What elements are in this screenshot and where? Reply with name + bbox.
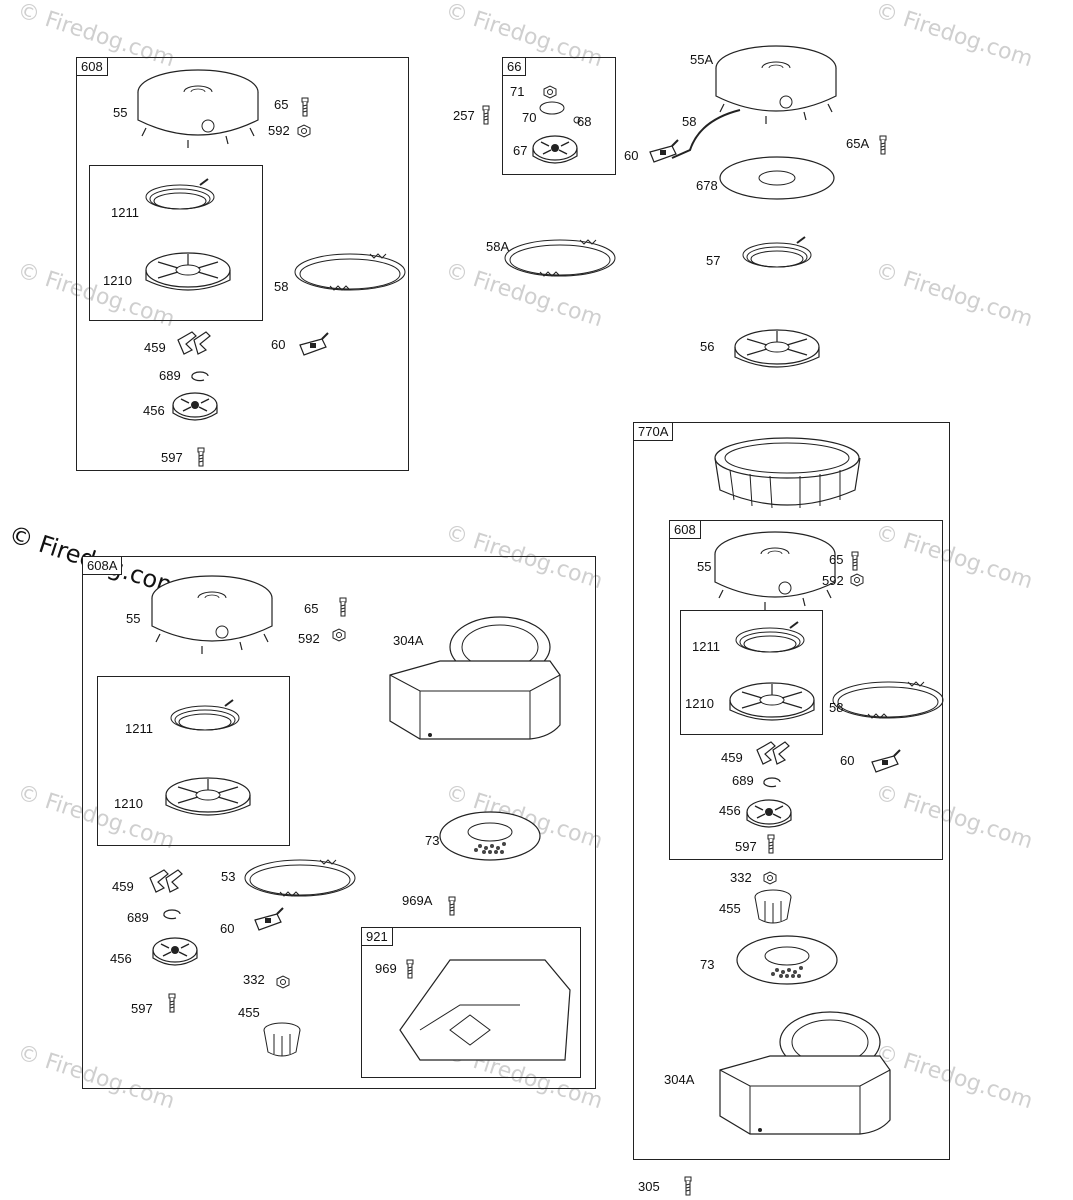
part-label-1210: 1210 [685, 696, 714, 711]
part-label-60: 60 [624, 148, 639, 163]
group-608-top-code: 608 [76, 57, 108, 76]
part-label-65: 65 [829, 552, 844, 567]
part-label-689: 689 [127, 910, 149, 925]
part-label-257: 257 [453, 108, 475, 123]
part-label-1211: 1211 [125, 721, 153, 736]
group-66-code: 66 [502, 57, 527, 76]
part-label-68: 68 [577, 114, 592, 129]
part-label-456: 456 [143, 403, 165, 418]
part-label-60: 60 [220, 921, 235, 936]
part-label-455: 455 [719, 901, 741, 916]
part-label-73: 73 [425, 833, 440, 848]
part-label-65: 65 [304, 601, 319, 616]
part-label-592: 592 [822, 573, 844, 588]
part-label-597: 597 [131, 1001, 153, 1016]
part-label-597: 597 [161, 450, 183, 465]
group-608a-frame [82, 556, 596, 1089]
part-label-459: 459 [721, 750, 743, 765]
group-921-code: 921 [361, 927, 393, 946]
part-label-455: 455 [238, 1005, 260, 1020]
part-label-689: 689 [159, 368, 181, 383]
part-label-65a: 65A [846, 136, 870, 151]
part-label-1210: 1210 [114, 796, 143, 811]
part-label-56: 56 [700, 339, 715, 354]
part-label-70: 70 [522, 110, 537, 125]
group-608-inner-code: 608 [669, 520, 701, 539]
group-608a-code: 608A [82, 556, 123, 575]
group-770a-frame [633, 422, 950, 1160]
part-label-592: 592 [298, 631, 320, 646]
part-label-58: 58 [274, 279, 289, 294]
part-label-65: 65 [274, 97, 289, 112]
part-label-689: 689 [732, 773, 754, 788]
part-label-55: 55 [126, 611, 141, 626]
part-label-60: 60 [840, 753, 855, 768]
part-label-592: 592 [268, 123, 290, 138]
part-label-1211: 1211 [111, 205, 139, 220]
part-label-73: 73 [700, 957, 715, 972]
group-608-inner-frame [669, 520, 943, 860]
part-label-304a: 304A [664, 1072, 695, 1087]
recoil-subassembly-frame-left [97, 676, 290, 846]
recoil-subassembly-frame-top [89, 165, 263, 321]
group-608-top-frame [76, 57, 409, 471]
part-label-459: 459 [112, 879, 134, 894]
part-label-57: 57 [706, 253, 721, 268]
part-label-67: 67 [513, 143, 528, 158]
part-label-459: 459 [144, 340, 166, 355]
part-label-71: 71 [510, 84, 525, 99]
part-label-305: 305 [638, 1179, 660, 1194]
part-label-55: 55 [697, 559, 712, 574]
part-label-456: 456 [110, 951, 132, 966]
part-label-456: 456 [719, 803, 741, 818]
part-label-678: 678 [696, 178, 718, 193]
part-label-969: 969 [375, 961, 397, 976]
part-label-60: 60 [271, 337, 286, 352]
part-label-332: 332 [243, 972, 265, 987]
part-label-1210: 1210 [103, 273, 132, 288]
part-label-1211: 1211 [692, 639, 720, 654]
part-label-304a: 304A [393, 633, 424, 648]
part-label-597: 597 [735, 839, 757, 854]
part-label-58: 58 [682, 114, 697, 129]
part-label-969a: 969A [402, 893, 433, 908]
part-label-58a: 58A [486, 239, 510, 254]
part-label-53: 53 [221, 869, 236, 884]
part-label-55a: 55A [690, 52, 714, 67]
recoil-subassembly-frame-right [680, 610, 823, 735]
group-66-frame [502, 57, 616, 175]
part-label-55: 55 [113, 105, 128, 120]
part-label-332: 332 [730, 870, 752, 885]
group-770a-code: 770A [633, 422, 674, 441]
part-label-58: 58 [829, 700, 844, 715]
group-921-frame [361, 927, 581, 1078]
